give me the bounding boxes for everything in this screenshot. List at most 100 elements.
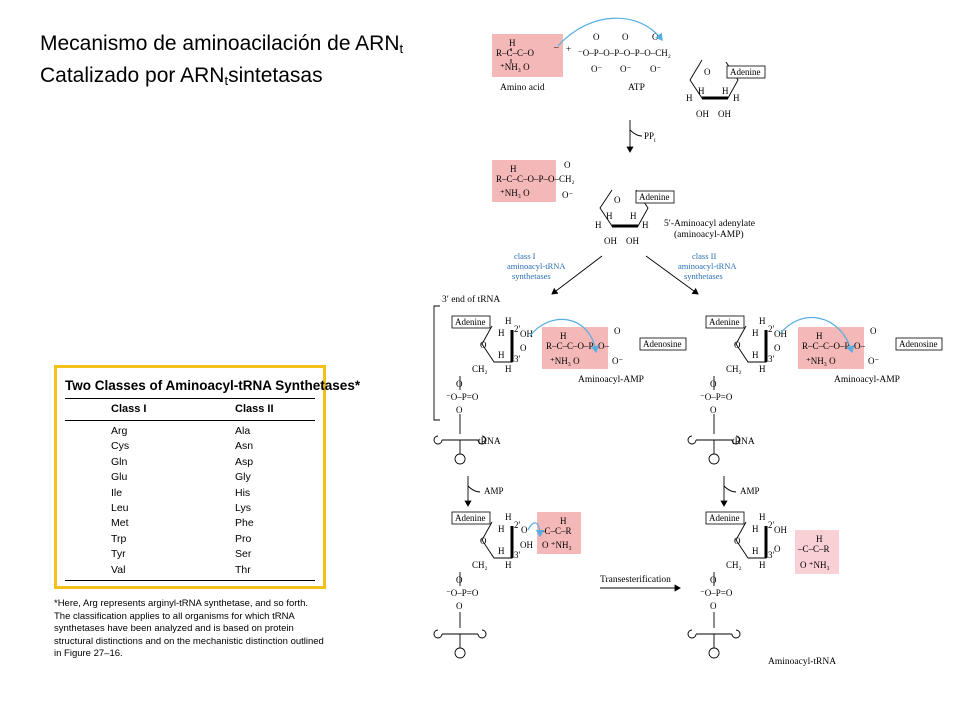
class-ii-attack-arrow	[779, 317, 855, 354]
class-ii-cell: Pro	[235, 532, 252, 545]
svg-text:aminoacyl-tRNA: aminoacyl-tRNA	[678, 261, 737, 271]
svg-text:H: H	[698, 86, 705, 96]
svg-text:O⁻: O⁻	[650, 64, 661, 74]
svg-text:R–C–C–O: R–C–C–O	[496, 48, 535, 58]
svg-text:O: O	[774, 343, 781, 353]
svg-text:3′: 3′	[768, 354, 775, 364]
svg-text:H: H	[759, 560, 766, 570]
transesterification-label: Transesterification	[600, 574, 671, 585]
svg-text:R–C–C–O–P–O–: R–C–C–O–P–O–	[546, 341, 610, 351]
table-rule-top	[65, 398, 315, 399]
svg-text:H: H	[816, 331, 823, 341]
svg-text:OH: OH	[774, 525, 787, 535]
class-i-migration-arrow	[527, 522, 545, 538]
svg-text:R–C–C–O–P–O–: R–C–C–O–P–O–	[802, 341, 866, 351]
svg-text:H: H	[595, 220, 602, 230]
class-i-cell: Gln	[111, 455, 128, 468]
class-i-cell: Cys	[111, 440, 130, 453]
svg-text:O: O	[734, 536, 741, 546]
class-i-cell: Ile	[111, 486, 123, 499]
svg-text:⁺NH₃ O: ⁺NH₃ O	[500, 62, 530, 72]
amino-acid-molecule: H R–C–C–O – ⁺NH₃ O	[492, 34, 563, 77]
svg-text:H: H	[733, 93, 740, 103]
trna-cloverleaf-icon	[687, 612, 741, 659]
class-i-cell: Trp	[111, 532, 127, 545]
header-class-ii: Class II	[235, 403, 274, 415]
svg-text:H: H	[498, 328, 505, 338]
svg-text:3′: 3′	[514, 354, 521, 364]
table-rule-bottom	[65, 580, 315, 581]
svg-text:H: H	[498, 546, 505, 556]
svg-text:Adenine: Adenine	[709, 317, 740, 327]
svg-text:O: O	[710, 601, 717, 611]
svg-text:H: H	[752, 524, 759, 534]
svg-text:O⁻: O⁻	[562, 190, 573, 200]
aminoacyl-trna-product: Adenine O H2′OH 3′O HHH CH₂ O ⁻O–P=O O H…	[700, 511, 839, 611]
svg-text:H: H	[686, 93, 693, 103]
svg-text:O: O	[520, 343, 527, 353]
svg-text:H: H	[752, 350, 759, 360]
svg-text:OH: OH	[718, 109, 731, 119]
svg-text:OH: OH	[520, 540, 533, 550]
table-title: Two Classes of Aminoacyl-tRNA Synthetase…	[65, 378, 361, 393]
svg-text:H: H	[759, 364, 766, 374]
svg-text:class I: class I	[514, 251, 536, 261]
svg-text:CH₂: CH₂	[472, 560, 488, 570]
svg-text:O: O	[614, 326, 621, 336]
svg-text:synthetases: synthetases	[512, 271, 551, 281]
svg-text:⁻O–P=O: ⁻O–P=O	[700, 588, 733, 598]
svg-text:2′: 2′	[768, 520, 775, 530]
svg-text:Adenosine: Adenosine	[643, 339, 682, 349]
class-i-attack-arrow	[529, 318, 600, 354]
svg-text:⁻O–P=O: ⁻O–P=O	[446, 588, 479, 598]
title-line-2: Catalizado por ARNtsintetasas	[40, 64, 323, 88]
class-i-cell: Leu	[111, 502, 129, 514]
svg-text:O: O	[521, 525, 528, 535]
table-rule-header	[65, 420, 315, 421]
svg-text:H: H	[759, 316, 766, 326]
amino-acid-label: Amino acid	[500, 83, 545, 93]
class-ii-arrow	[645, 255, 699, 295]
aminoacyl-trna-label: Aminoacyl-tRNA	[768, 657, 836, 667]
header-class-i: Class I	[111, 403, 147, 415]
class-ii-cell: Gly	[235, 471, 251, 484]
svg-text:H: H	[752, 328, 759, 338]
aminoacyl-amp-paren-label: (aminoacyl-AMP)	[674, 229, 744, 240]
class-i-2-ester-product: Adenine O H2′O 3′OH HHH CH₂ O ⁻O–P=O O H…	[446, 511, 581, 611]
svg-text:O⁻: O⁻	[612, 356, 623, 366]
class-ii-cell: Phe	[235, 517, 254, 530]
svg-text:H: H	[722, 86, 729, 96]
svg-text:O: O	[774, 544, 781, 554]
class-i-aminoacyl-amp-label: Aminoacyl-AMP	[578, 375, 644, 385]
svg-text:H: H	[606, 211, 613, 221]
svg-text:Adenosine: Adenosine	[899, 339, 938, 349]
svg-text:H: H	[816, 534, 823, 544]
svg-text:H: H	[630, 211, 637, 221]
svg-text:H: H	[642, 220, 649, 230]
atp-adenine-label: Adenine	[730, 67, 761, 77]
aminoacyl-adenylate-molecule: H R–C–C–O–P–O–CH₂ ⁺NH₃ O O O⁻ O Adenine …	[492, 160, 675, 246]
class-ii-cell: Asp	[235, 455, 254, 468]
svg-text:O: O	[734, 340, 741, 350]
svg-text:2′: 2′	[514, 520, 521, 530]
class-i-cell: Tyr	[111, 548, 126, 561]
svg-text:2′: 2′	[768, 324, 775, 334]
class-ii-cell: Thr	[235, 563, 251, 576]
svg-text:⁻O–P–O–P–O–P–O–CH₂: ⁻O–P–O–P–O–P–O–CH₂	[578, 48, 671, 58]
svg-text:H: H	[752, 546, 759, 556]
class-ii-label: class II aminoacyl-tRNA synthetases	[678, 251, 737, 281]
svg-text:O: O	[622, 32, 629, 42]
svg-text:3′: 3′	[514, 550, 521, 560]
class-ii-trna-label: tRNA	[732, 437, 755, 447]
title-line-1: Mecanismo de aminoacilación de ARNt	[40, 32, 404, 56]
class-i-cell: Met	[111, 517, 129, 530]
svg-text:2′: 2′	[514, 324, 521, 334]
svg-text:⁻O–P=O: ⁻O–P=O	[446, 392, 479, 402]
svg-text:3′: 3′	[768, 550, 775, 560]
svg-text:O: O	[564, 160, 571, 170]
svg-text:H: H	[505, 512, 512, 522]
trna-cloverleaf-icon	[433, 612, 487, 659]
class-i-trna-adenosine: Adenine O H2′OH 3′O HHH CH₂ O ⁻O–P=O O	[446, 315, 533, 415]
trna-cloverleaf-icon	[687, 414, 741, 465]
